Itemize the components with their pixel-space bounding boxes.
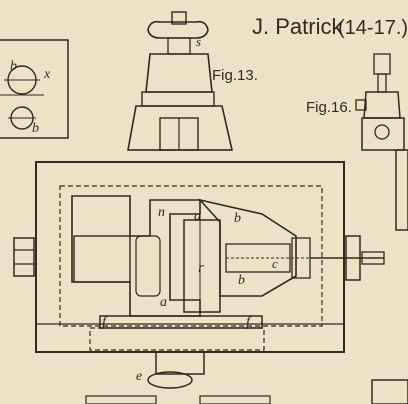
label-a-top: a xyxy=(194,209,201,224)
fig16-valve: Fig.16. xyxy=(306,53,408,404)
label-a-bottom: a xyxy=(160,295,167,310)
label-x: x xyxy=(43,67,51,82)
label-e: e xyxy=(136,369,142,384)
small-section-figure: b x b xyxy=(0,39,69,139)
label-s: s xyxy=(196,34,201,49)
fig13-valve-bonnet: s Fig.13. xyxy=(127,11,258,151)
main-valve-body: n a b r c b a f f e xyxy=(13,161,385,404)
fig16-label: Fig.16. xyxy=(306,99,352,116)
label-r: r xyxy=(198,260,204,276)
label-n: n xyxy=(158,205,165,220)
plate-range: (14-17.) xyxy=(338,17,408,39)
plate-author: J. Patrick xyxy=(252,14,343,39)
label-f-left: f xyxy=(102,315,108,330)
label-b-lower: b xyxy=(238,273,245,288)
label-b-top: b xyxy=(10,59,17,74)
label-c: c xyxy=(272,256,278,271)
fig13-label: Fig.13. xyxy=(212,67,258,84)
label-f-right: f xyxy=(246,315,252,330)
label-b-right: b xyxy=(234,211,241,226)
label-b-bottom: b xyxy=(32,121,39,136)
